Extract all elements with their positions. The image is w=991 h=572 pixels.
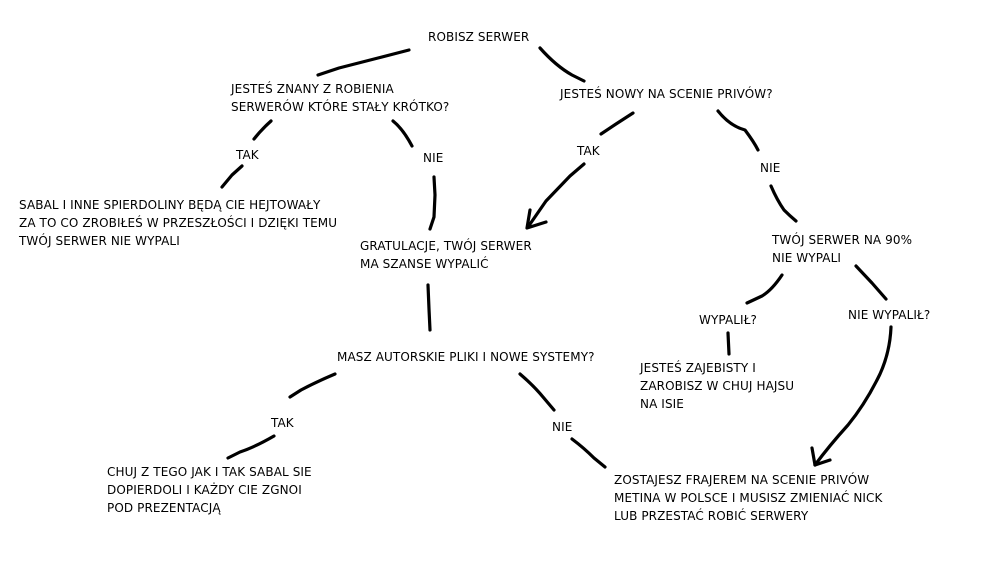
edge-tak-to-sabal [220,164,244,189]
node-jestes-zajebisty: JESTEŚ ZAJEBISTY I ZAROBISZ W CHUJ HAJSU… [640,361,795,411]
edge-gratulacje-to-autorskie [426,283,432,332]
edge-wypalil-to-zajebisty [726,331,731,356]
label-nie-left-branch: NIE [423,151,444,165]
edge-nie-to-procent [769,184,798,223]
edge-nie-to-gratulacje [428,175,437,231]
node-robisz-serwer: ROBISZ SERWER [428,30,530,44]
node-chuj-z-tego: CHUJ Z TEGO JAK I TAK SABAL SIE DOPIERDO… [107,465,312,515]
edge-autorskie-to-tak [288,372,337,399]
edge-nie-to-frajer [570,437,607,469]
edge-niewypalil-to-frajer [813,325,893,467]
edge-znany-to-nie [391,119,414,148]
node-sabal-hejt: SABAL I INNE SPIERDOLINY BĘDĄ CIE HEJTOW… [19,198,338,248]
label-tak-autorskie: TAK [271,416,294,430]
edge-tak-to-gratulacje [526,162,586,229]
edge-autorskie-to-nie [518,372,556,412]
arrowhead-frajer [810,446,832,467]
edge-robisz-to-znany [316,48,411,77]
label-nie-autorskie: NIE [552,420,573,434]
node-zostajesz-frajerem: ZOSTAJESZ FRAJEREM NA SCENIE PRIVÓW METI… [614,473,883,523]
node-jestes-nowy-question: JESTEŚ NOWY NA SCENIE PRIVÓW? [560,87,773,101]
edge-procent-to-wypalil [745,273,784,305]
node-gratulacje: GRATULACJE, TWÓJ SERWER MA SZANSE WYPALI… [360,239,532,271]
edge-robisz-to-nowy [538,46,586,83]
label-tak-right-branch: TAK [577,144,600,158]
label-wypalil: WYPALIŁ? [699,313,758,327]
arrowhead-gratulacje [525,208,548,230]
label-nie-right-branch: NIE [760,161,781,175]
label-nie-wypalil: NIE WYPALIŁ? [848,308,931,322]
edge-tak-to-chuj [226,434,276,460]
edge-nowy-to-nie [716,109,760,152]
label-tak-left-branch: TAK [236,148,259,162]
node-jestes-znany-question: JESTEŚ ZNANY Z ROBIENIA SERWERÓW KTÓRE S… [231,82,450,114]
edge-procent-to-niewypalil [854,264,888,301]
connector-lines [220,46,893,469]
node-serwer-90-procent: TWÓJ SERWER NA 90% NIE WYPALI [772,233,913,265]
edge-znany-to-tak [252,119,273,141]
edge-nowy-to-tak [599,111,635,136]
node-autorskie-pliki-question: MASZ AUTORSKIE PLIKI I NOWE SYSTEMY? [337,350,595,364]
